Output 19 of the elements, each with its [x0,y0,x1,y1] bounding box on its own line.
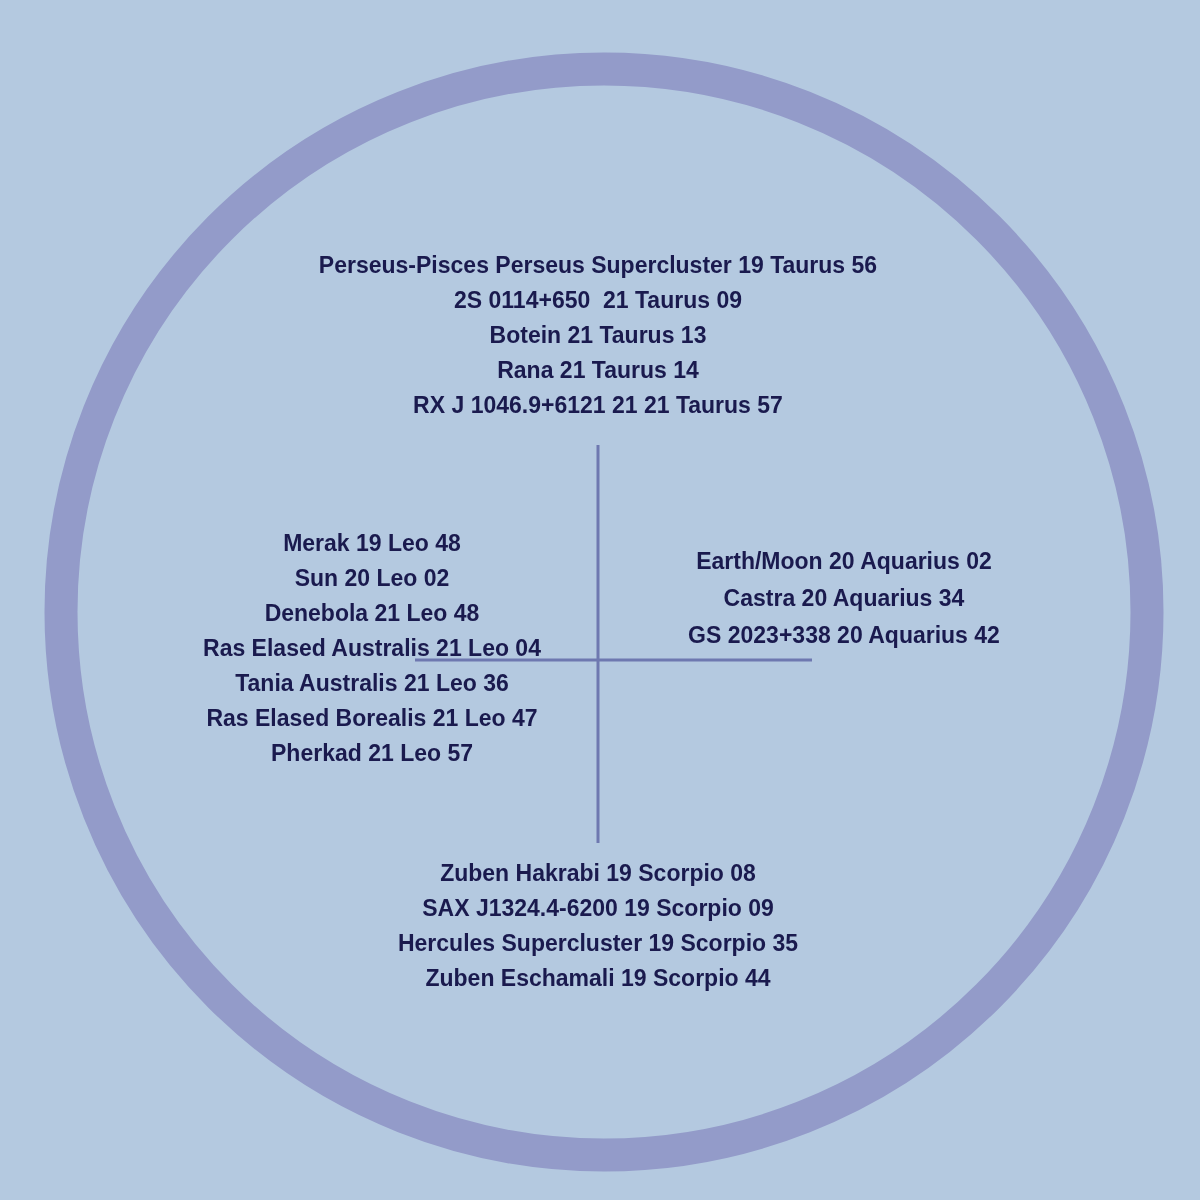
star-position-text: Tania Australis 21 Leo 36 [235,669,509,697]
star-position-text: Merak 19 Leo 48 [283,529,461,557]
star-position-text: Zuben Eschamali 19 Scorpio 44 [425,964,771,992]
star-position-text: Earth/Moon 20 Aquarius 02 [696,547,992,575]
star-position-text: Hercules Supercluster 19 Scorpio 35 [397,929,799,957]
star-position-text: RX J 1046.9+6121 21 21 Taurus 57 [413,391,783,419]
star-position-text: Botein 21 Taurus 13 [489,321,707,349]
star-position-text: Zuben Hakrabi 19 Scorpio 08 [440,859,756,887]
star-position-text: Denebola 21 Leo 48 [264,599,480,627]
star-position-text: 2S 0114+650 21 Taurus 09 [454,286,742,314]
star-position-text: Ras Elased Australis 21 Leo 04 [203,634,541,662]
star-position-text: Rana 21 Taurus 14 [497,356,699,384]
star-position-text: Perseus-Pisces Perseus Supercluster 19 Taurus 56 [318,251,878,279]
star-position-text: Castra 20 Aquarius 34 [723,584,965,612]
star-position-text: Sun 20 Leo 02 [294,564,450,592]
star-position-text: Ras Elased Borealis 21 Leo 47 [206,704,538,732]
star-position-text: GS 2023+338 20 Aquarius 42 [688,621,1000,649]
star-position-text: Pherkad 21 Leo 57 [271,739,473,767]
star-position-text: SAX J1324.4-6200 19 Scorpio 09 [422,894,774,922]
